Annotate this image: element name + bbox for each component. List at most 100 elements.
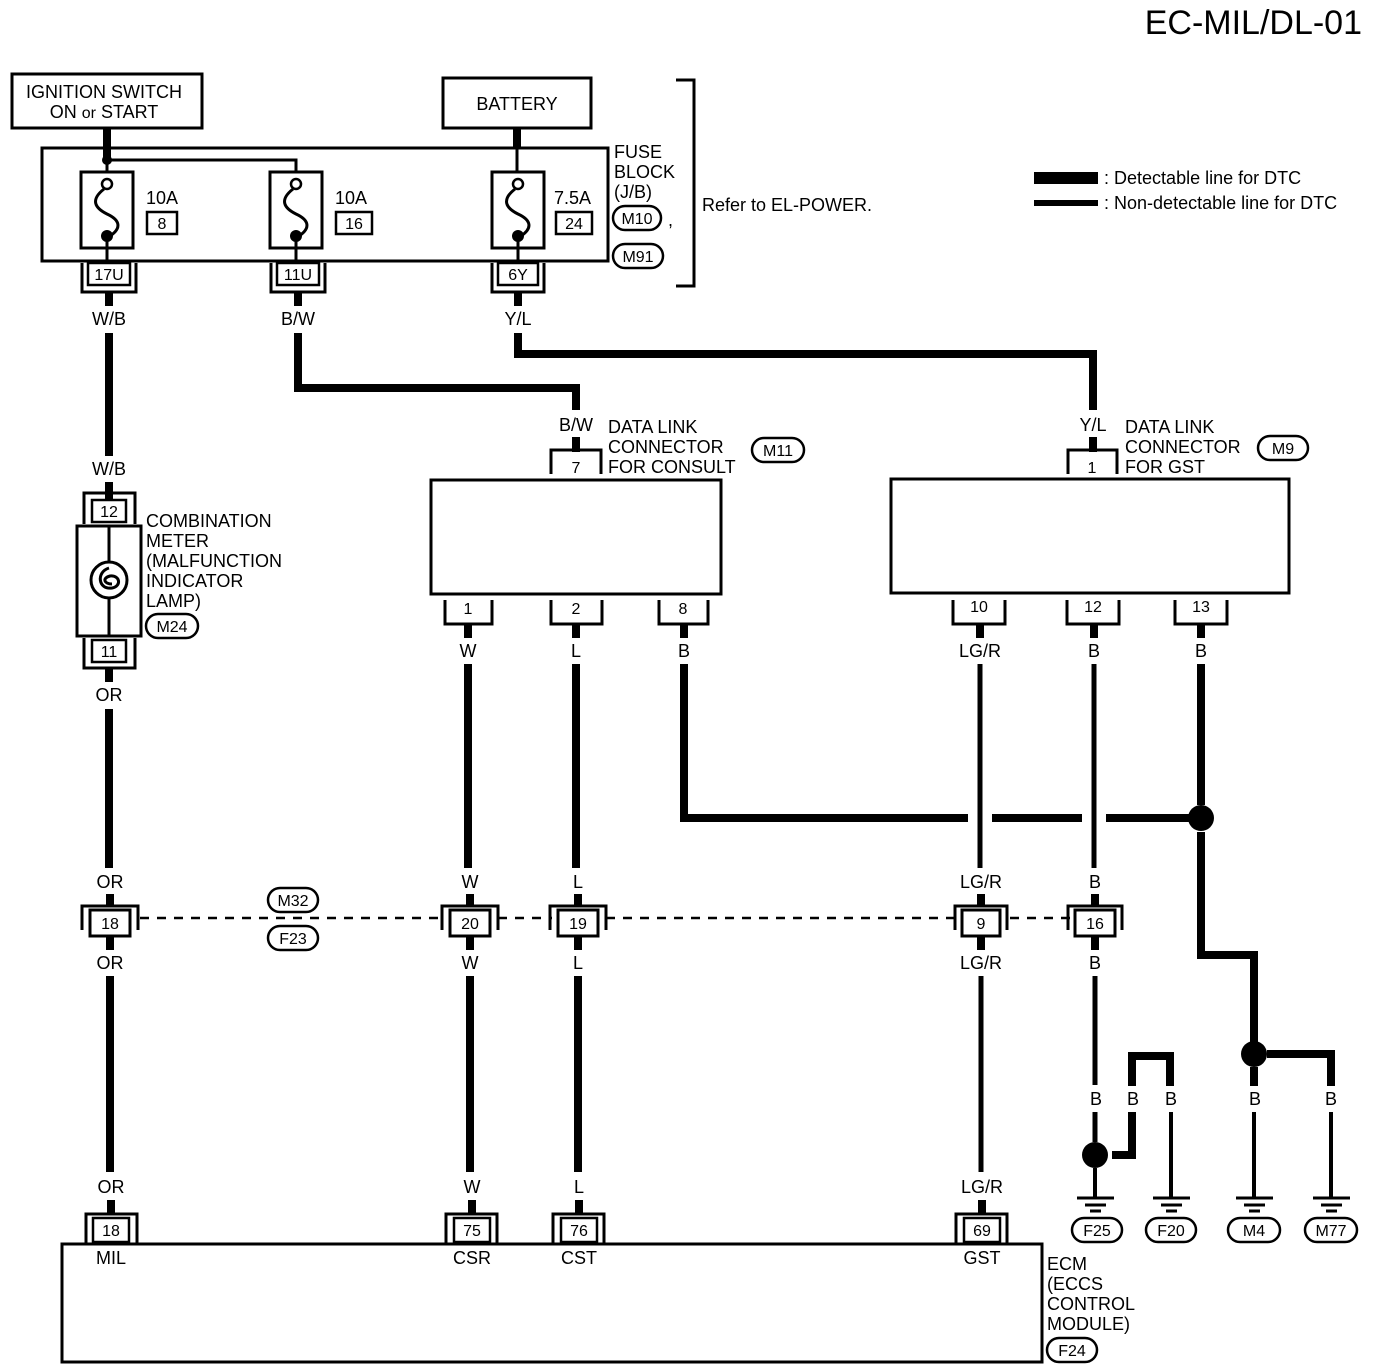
connector-f20: F20 <box>1157 1223 1185 1240</box>
svg-text:B: B <box>1165 1089 1177 1109</box>
dlc-consult-pin-1: 1 <box>464 601 473 618</box>
svg-text:OR: OR <box>97 872 124 892</box>
svg-text:B: B <box>1325 1089 1337 1109</box>
connector-f23: F23 <box>279 931 307 948</box>
svg-text:(MALFUNCTION: (MALFUNCTION <box>146 551 282 571</box>
ecm-label: ECM <box>1047 1254 1087 1274</box>
wire-yl <box>514 333 1097 410</box>
svg-text:B: B <box>1090 1089 1102 1109</box>
wire-b-consult <box>680 664 968 822</box>
svg-text:B: B <box>1089 953 1101 973</box>
dlc-consult-pin-7: 7 <box>572 460 581 477</box>
svg-text:B: B <box>678 641 690 661</box>
wire-b-ground-m <box>1197 832 1258 1042</box>
fuse-24-number: 24 <box>565 216 583 233</box>
joint-pin-19: L 19 L <box>548 872 608 973</box>
wire-label-yl: Y/L <box>504 309 531 329</box>
svg-text:18: 18 <box>101 916 119 933</box>
terminal-17u: 17U <box>80 261 138 294</box>
svg-text:16: 16 <box>1086 916 1104 933</box>
svg-text:LG/R: LG/R <box>959 641 1001 661</box>
ground-m77: B M77 <box>1303 1089 1359 1244</box>
ignition-switch: IGNITION SWITCH ON or START <box>10 72 204 130</box>
connector-m91: M91 <box>622 249 653 266</box>
fuse-24: 7.5A 24 <box>490 170 594 262</box>
svg-text:OR: OR <box>96 685 123 705</box>
svg-text:B: B <box>1249 1089 1261 1109</box>
ground-f25: B F25 <box>1070 1089 1124 1244</box>
fuse-8-amperage: 10A <box>146 188 178 208</box>
svg-text:W: W <box>462 953 479 973</box>
ecm-pin-69: LG/R 69 GST <box>954 1177 1009 1268</box>
connector-m24: M24 <box>156 619 187 636</box>
svg-text:76: 76 <box>570 1223 588 1240</box>
svg-text:MODULE): MODULE) <box>1047 1314 1130 1334</box>
legend-detectable-label: : Detectable line for DTC <box>1104 168 1301 188</box>
svg-text:METER: METER <box>146 531 209 551</box>
ecm-pin-75: W 75 CSR <box>444 1177 499 1268</box>
wire-label-bw: B/W <box>281 309 315 329</box>
dlc-gst-pin-1: 1 <box>1088 460 1097 477</box>
dlc-gst-label: DATA LINK <box>1125 417 1214 437</box>
connector-m11: M11 <box>763 443 793 460</box>
fuse-block: 10A 8 10A 16 7.5A 24 <box>40 78 872 294</box>
fuse-block-label: FUSE <box>614 142 662 162</box>
dlc-consult-pin-8: 8 <box>679 601 688 618</box>
joint-pin-9: LG/R 9 LG/R <box>953 872 1009 973</box>
svg-text:FOR GST: FOR GST <box>1125 457 1205 477</box>
ecm-pin-18: OR 18 MIL <box>84 1177 139 1268</box>
svg-text:IGNITION SWITCH: IGNITION SWITCH <box>26 82 182 102</box>
connector-f25: F25 <box>1083 1223 1111 1240</box>
svg-text:LG/R: LG/R <box>961 1177 1003 1197</box>
svg-text:INDICATOR: INDICATOR <box>146 571 243 591</box>
battery: BATTERY <box>441 76 593 130</box>
joint-pin-18: OR 18 OR <box>80 872 140 973</box>
svg-text:B/W: B/W <box>559 415 593 435</box>
svg-text:B: B <box>1089 872 1101 892</box>
terminal-6y: 6Y <box>490 261 546 294</box>
connector-m77: M77 <box>1315 1223 1346 1240</box>
svg-text:LG/R: LG/R <box>960 872 1002 892</box>
meter-pin-11: 11 <box>101 644 118 661</box>
connector-m32: M32 <box>277 893 308 910</box>
svg-text:19: 19 <box>569 916 587 933</box>
dlc-gst-pin-13: 13 <box>1192 599 1210 616</box>
svg-text:L: L <box>573 953 583 973</box>
svg-text:(J/B): (J/B) <box>614 182 652 202</box>
legend-non-detectable-swatch <box>1034 200 1098 206</box>
splice-dot <box>1188 805 1214 831</box>
joint-connector: M32 F23 <box>140 886 1072 952</box>
svg-text:9: 9 <box>977 916 986 933</box>
combination-meter-label: COMBINATION <box>146 511 272 531</box>
svg-text:ON or START: ON or START <box>50 102 159 122</box>
joint-pin-20: W 20 W <box>440 872 500 973</box>
svg-text:L: L <box>574 1177 584 1197</box>
dlc-gst: 1 DATA LINK CONNECTOR FOR GST M9 10 12 1… <box>889 417 1310 626</box>
dlc-consult: 7 DATA LINK CONNECTOR FOR CONSULT M11 1 … <box>429 417 806 626</box>
ecm-signal-csr: CSR <box>453 1248 491 1268</box>
dlc-consult-label: DATA LINK <box>608 417 697 437</box>
svg-text:CONNECTOR: CONNECTOR <box>608 437 724 457</box>
page-code: EC-MIL/DL-01 <box>1145 4 1362 42</box>
meter-pin-12: 12 <box>100 504 118 521</box>
svg-text:L: L <box>573 872 583 892</box>
svg-text:FOR CONSULT: FOR CONSULT <box>608 457 736 477</box>
svg-text:CONTROL: CONTROL <box>1047 1294 1135 1314</box>
svg-text:OR: OR <box>97 953 124 973</box>
wire-bw <box>294 333 580 410</box>
ecm-signal-mil: MIL <box>96 1248 126 1268</box>
connector-m9: M9 <box>1272 441 1294 458</box>
lamp-icon <box>89 560 129 600</box>
legend-detectable-swatch <box>1034 172 1098 184</box>
svg-text:18: 18 <box>102 1223 120 1240</box>
ecm-signal-cst: CST <box>561 1248 597 1268</box>
dlc-consult-pin-2: 2 <box>572 601 581 618</box>
svg-text:Y/L: Y/L <box>1079 415 1106 435</box>
svg-text:W/B: W/B <box>92 459 126 479</box>
svg-text:B: B <box>1195 641 1207 661</box>
fuse-8: 10A 8 <box>79 170 179 262</box>
combination-meter: 12 11 COMBINATION METER (MALFUNCTION IND… <box>75 491 282 670</box>
svg-text:B: B <box>1127 1089 1139 1109</box>
svg-text:,: , <box>668 210 673 230</box>
ecm: OR 18 MIL W 75 CSR L 76 CST LG/R <box>60 1177 1135 1364</box>
